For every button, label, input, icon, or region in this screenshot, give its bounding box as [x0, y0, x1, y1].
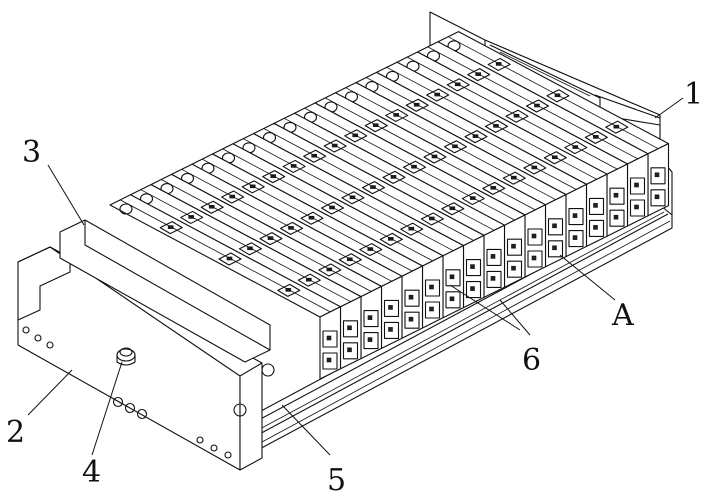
cell-separator: [386, 66, 597, 180]
reference-labels: 1 2 3 4 5 6 A: [6, 77, 703, 498]
busbar-screw: [429, 284, 434, 290]
cell-separator: [304, 107, 515, 221]
busbar-screw: [367, 315, 373, 320]
cell-separator: [243, 138, 454, 252]
busbar-screw: [654, 172, 660, 178]
cell-separator: [325, 97, 536, 211]
busbar-screw: [593, 225, 598, 230]
busbar-screw: [326, 357, 332, 363]
busbar-screw: [408, 316, 414, 322]
busbar-screw: [613, 214, 619, 220]
leader-lines: [27, 97, 684, 456]
busbar-screw: [654, 194, 660, 200]
busbar-screw: [552, 245, 557, 251]
leader-4: [91, 361, 123, 456]
label-4: 4: [82, 455, 101, 490]
busbar-screw: [490, 276, 496, 281]
leader-6b: [499, 299, 531, 336]
busbar-screw: [634, 182, 639, 188]
label-3: 3: [22, 135, 41, 170]
leader-A: [559, 254, 616, 301]
busbar-screw: [388, 327, 393, 332]
leader-1: [654, 97, 684, 119]
cell-separator: [161, 179, 372, 292]
busbar-screw: [388, 305, 393, 310]
busbar-screw: [572, 235, 578, 240]
cell-separator: [427, 46, 638, 160]
busbar-screw: [347, 325, 352, 331]
busbar-screw: [429, 306, 434, 312]
leader-5: [281, 404, 331, 456]
busbar-screw: [449, 274, 455, 280]
busbar-screw: [367, 337, 373, 342]
leader-3: [47, 164, 85, 226]
busbar-screw: [470, 286, 475, 291]
busbar-screw: [511, 243, 516, 249]
cell-vent: [119, 203, 133, 215]
cell-stack: [109, 31, 670, 380]
busbar-screw: [470, 264, 475, 269]
cell-separator: [345, 87, 556, 201]
side-bracket: [59, 219, 271, 363]
cell-separator: [120, 199, 331, 313]
label-6: 6: [522, 343, 541, 378]
busbar-screw: [490, 254, 496, 259]
busbar-screw: [572, 213, 578, 218]
label-1: 1: [684, 77, 703, 112]
busbar-screw: [613, 192, 619, 198]
busbar-screw: [326, 335, 332, 341]
busbar-screw: [511, 265, 516, 271]
cell-separator: [140, 189, 351, 303]
cell-separator: [407, 56, 618, 170]
cell-separator: [181, 168, 392, 282]
connector-stud: [116, 347, 136, 366]
cell-separator: [202, 158, 413, 272]
label-A: A: [611, 298, 634, 333]
busbar-screw: [347, 347, 352, 353]
cell-separator: [222, 148, 433, 262]
cell-separator: [366, 77, 577, 190]
busbar-screw: [531, 233, 537, 239]
leader-2: [27, 369, 73, 416]
busbar-screw: [531, 255, 537, 261]
cell-separator: [263, 128, 474, 241]
busbar-screw: [408, 294, 414, 300]
label-5: 5: [327, 463, 346, 498]
leader-6a: [449, 284, 521, 331]
cell-separator: [284, 117, 495, 231]
label-2: 2: [6, 415, 25, 450]
cell-separator: [448, 36, 659, 150]
busbar-screw: [593, 203, 598, 208]
busbar-screw: [634, 204, 639, 210]
busbar-screw: [552, 223, 557, 229]
busbar-screw: [449, 296, 455, 302]
